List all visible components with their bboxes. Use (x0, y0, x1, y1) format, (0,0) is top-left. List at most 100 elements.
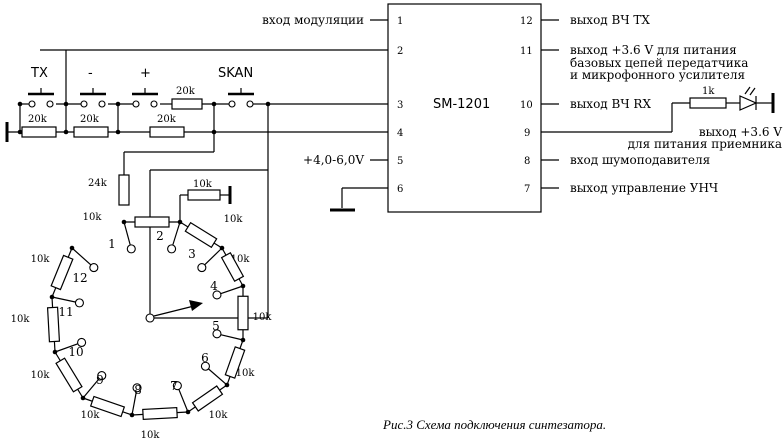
pin-num-11: 11 (520, 46, 533, 57)
switch-contact[interactable] (167, 244, 177, 254)
ring-resistor (134, 216, 170, 228)
skan-button-contact-a (228, 100, 236, 108)
switch-contact[interactable] (197, 263, 207, 273)
rotor-pivot (145, 313, 155, 323)
switch-contact[interactable] (172, 381, 182, 391)
ring-resistor-label: 10k (11, 314, 31, 325)
junction-dot (63, 101, 69, 107)
pin-num-9: 9 (524, 128, 530, 139)
junction-dot (17, 101, 23, 107)
switch-contact[interactable] (77, 337, 87, 348)
skan-button-contact-b (246, 100, 254, 108)
switch-contact-lead (171, 221, 181, 250)
pin-num-4: 4 (397, 128, 403, 139)
ring-resistor-label: 10k (236, 368, 256, 379)
ring-resistor-label: 10k (253, 312, 273, 323)
ic-body (387, 3, 542, 213)
switch-contact[interactable] (89, 263, 99, 273)
resistor-20k-b1-label: 20k (28, 114, 48, 125)
tx-button-contact-a (28, 100, 36, 108)
pin5-label: +4,0-6,0V (303, 153, 364, 167)
rotor-arrow-icon (189, 300, 203, 311)
resistor-1k-label: 1k (702, 86, 715, 97)
pin9-label-2: для питания приемника (628, 137, 782, 151)
switch-position-label: 1 (108, 237, 116, 251)
switch-position-label: 2 (156, 229, 164, 243)
pin-num-8: 8 (524, 156, 530, 167)
resistor-20k-top (171, 98, 203, 110)
resistor-10k-dial (187, 189, 221, 201)
resistor-20k-b3 (149, 126, 185, 138)
ring-resistor-body (191, 385, 224, 412)
switch-contact-lead (82, 375, 103, 399)
ring-resistor-label: 10k (31, 370, 51, 381)
switch-contact[interactable] (212, 329, 222, 339)
ring-resistor-body (237, 295, 249, 331)
junction-dot (211, 129, 217, 135)
pin-num-3: 3 (397, 100, 403, 111)
ring-resistor (50, 254, 74, 291)
switch-position-label: 4 (210, 279, 218, 293)
led-ray-1 (744, 86, 751, 95)
junction-dot (115, 101, 121, 107)
switch-contact[interactable] (97, 371, 107, 381)
ring-resistor-body (89, 395, 126, 418)
switch-contact[interactable] (126, 244, 136, 254)
switch-position-label: 6 (201, 351, 209, 365)
junction-dot (63, 129, 69, 135)
ring-resistor-body (142, 406, 178, 421)
ring-resistor (184, 221, 218, 249)
pin-num-7: 7 (524, 184, 530, 195)
minus-button-label: - (88, 66, 93, 81)
ring-resistor (89, 395, 126, 418)
switch-position-label: 5 (212, 319, 220, 333)
rotor-arm[interactable] (153, 305, 195, 317)
pin7-label: выход управление УНЧ (570, 181, 718, 195)
switch-contact-lead (123, 221, 132, 250)
pin-num-12: 12 (520, 16, 533, 27)
plus-button-contact-a (132, 100, 140, 108)
tx-button-label: TX (30, 66, 48, 81)
plus-button-label: + (140, 66, 151, 81)
plus-button-contact-b (150, 100, 158, 108)
ic-name: SM-1201 (433, 97, 490, 112)
resistor-10k-dial-label: 10k (193, 179, 213, 190)
resistor-24k (118, 174, 130, 206)
led-icon (739, 95, 758, 111)
junction-dot (211, 101, 217, 107)
pin-num-2: 2 (397, 46, 403, 57)
resistor-20k-b1 (21, 126, 57, 138)
switch-position-label: 9 (96, 373, 104, 387)
switch-contact[interactable] (74, 298, 84, 308)
ring-resistor (237, 295, 249, 331)
ring-resistor-body (220, 251, 245, 283)
ring-resistor-label: 10k (81, 410, 101, 421)
pin12-label: выход ВЧ ТХ (570, 13, 650, 27)
pin11-label: выход +3.6 V для питания (570, 43, 737, 57)
pin9-label: выход +3.6 V (699, 125, 782, 139)
pin1-label: вход модуляции (262, 13, 364, 27)
switch-contact-lead (54, 341, 82, 353)
figure-caption: Рис.3 Схема подключения синтезатора. (382, 417, 606, 432)
ring-resistor-label: 10k (209, 410, 229, 421)
ring-resistor-body (134, 216, 170, 228)
pin-num-10: 10 (520, 100, 533, 111)
ring-resistor (224, 346, 246, 379)
pin11-label-2: базовых цепей передатчика (570, 56, 748, 70)
switch-contact[interactable] (212, 290, 222, 300)
ring-resistor-body (184, 221, 218, 249)
switch-contact[interactable] (132, 383, 142, 393)
switch-contact[interactable] (200, 361, 210, 371)
ring-resistor-label: 10k (231, 254, 251, 265)
ring-resistor-body (55, 357, 83, 393)
switch-contact-lead (201, 247, 223, 269)
ring-resistor-label: 10k (224, 214, 244, 225)
resistor-20k-b3-label: 20k (157, 114, 177, 125)
switch-contact-lead (51, 296, 80, 304)
minus-button-contact-a (80, 100, 88, 108)
switch-position-label: 10 (68, 345, 83, 359)
switch-contact-lead (131, 387, 138, 416)
pin-num-1: 1 (397, 16, 403, 27)
